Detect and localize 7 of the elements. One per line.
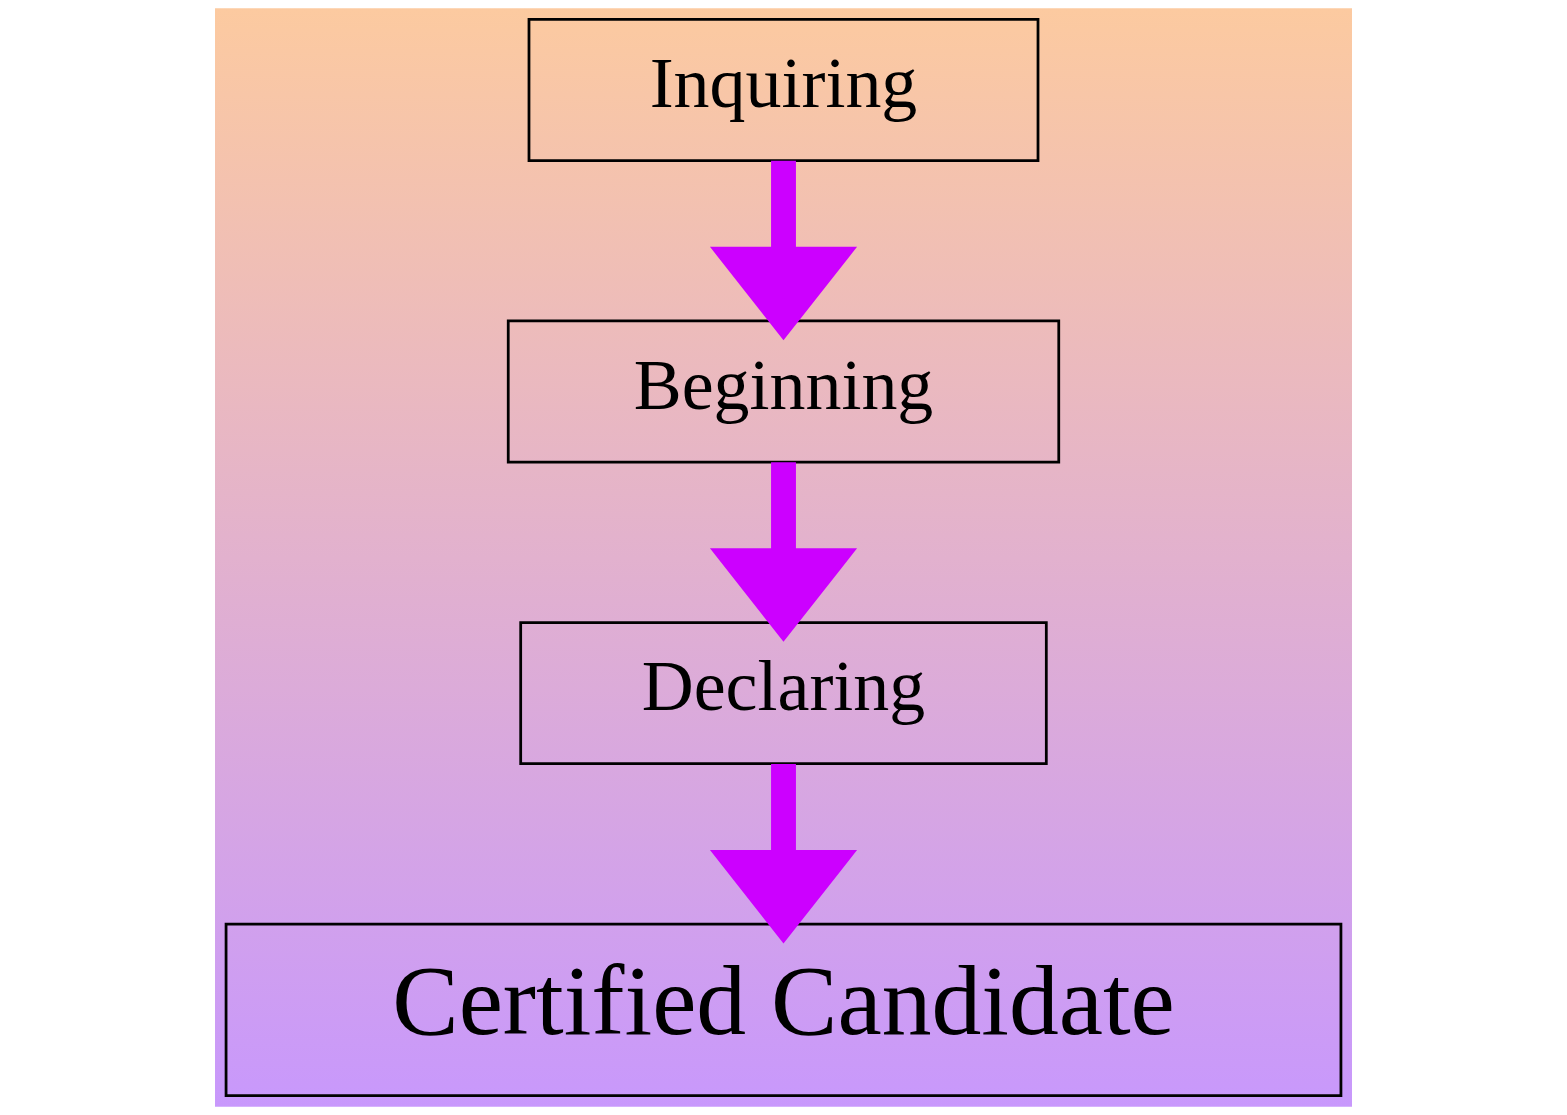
node-box: Inquiring — [527, 18, 1040, 162]
arrow — [709, 462, 858, 642]
arrow — [709, 160, 858, 341]
node-box: Beginning — [506, 319, 1061, 464]
node-box: Declaring — [519, 621, 1048, 765]
arrow — [709, 764, 858, 944]
node-box: Certified Candidate — [224, 922, 1343, 1097]
